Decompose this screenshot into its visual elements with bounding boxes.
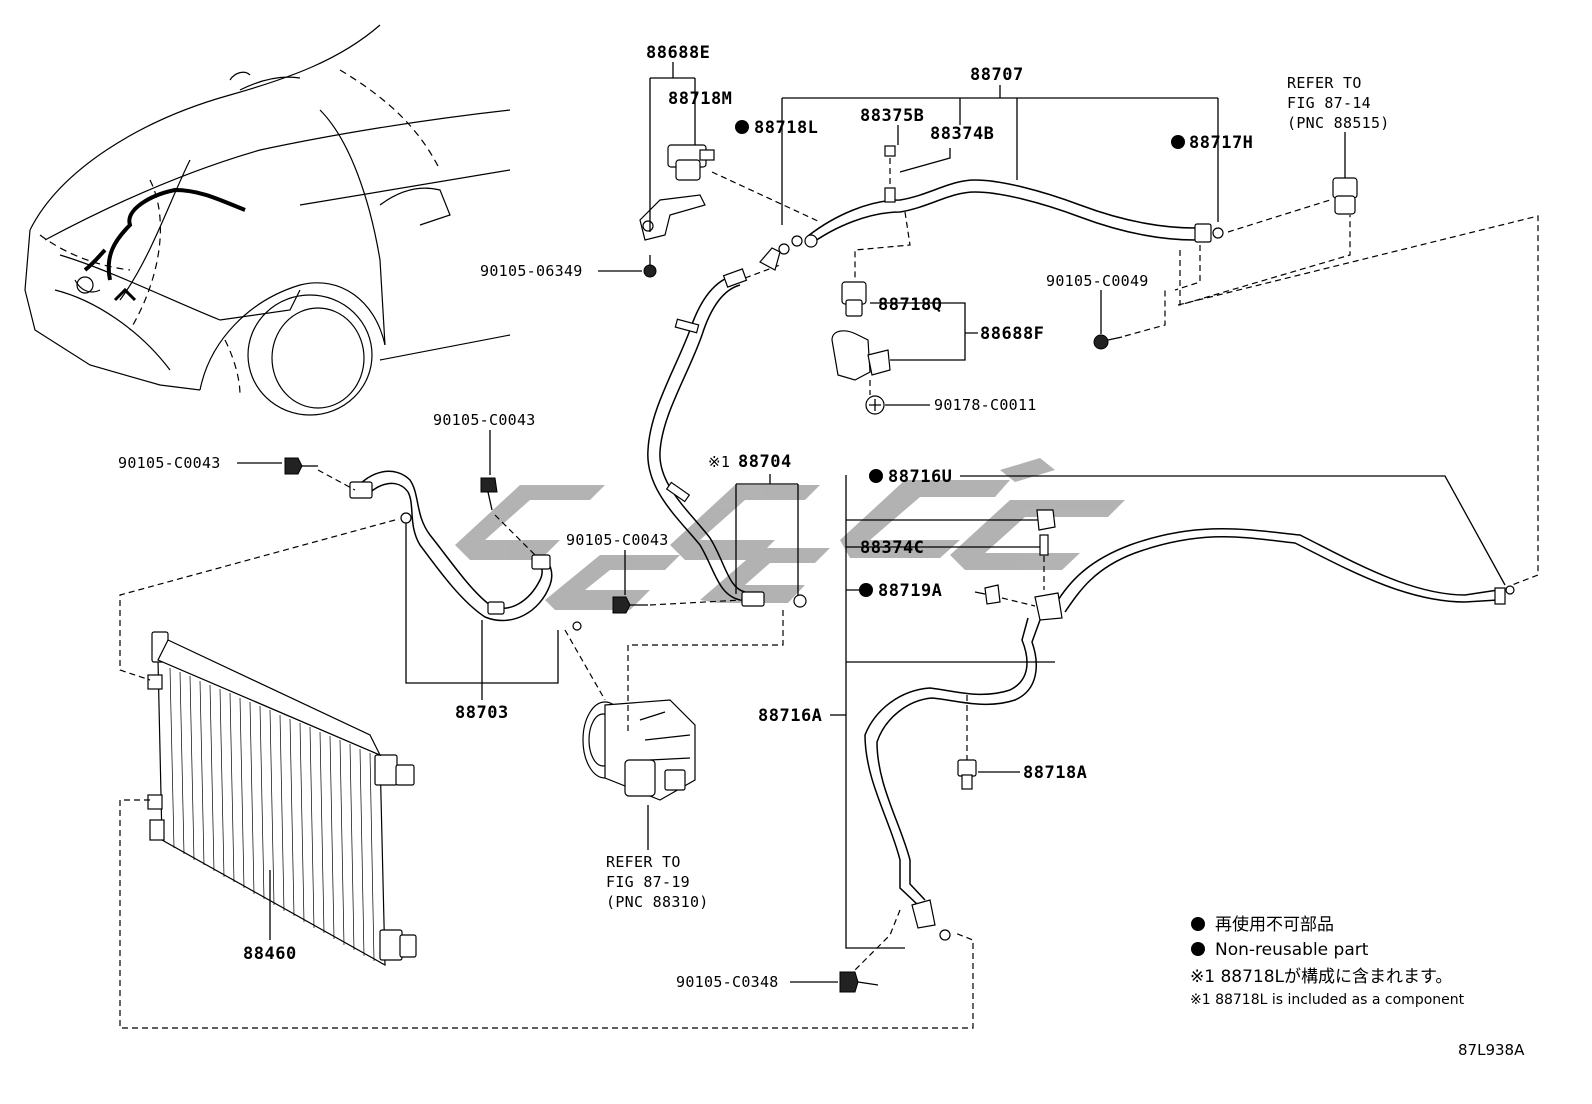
refer-88310-line2: FIG 87-19 <box>606 873 690 891</box>
label-88374B: 88374B <box>930 124 994 144</box>
bolt-90105-C0043-right <box>612 596 648 614</box>
non-reusable-marker-88717H <box>1171 135 1185 149</box>
non-reusable-marker-88719A <box>859 583 873 597</box>
legend-note-en: ※1 88718L is included as a component <box>1190 992 1465 1008</box>
bracket-88688F <box>831 330 891 381</box>
label-88703: 88703 <box>455 703 509 723</box>
legend-nonreusable-en: Non-reusable part <box>1215 940 1369 960</box>
bolt-90105-06349 <box>643 255 657 278</box>
bolt-90105-C0043-left <box>284 457 318 475</box>
label-88460: 88460 <box>243 944 297 964</box>
vehicle-outline <box>24 24 511 416</box>
refer-88515-line3: (PNC 88515) <box>1287 114 1390 132</box>
hose-88704 <box>647 247 781 607</box>
refer-88310-line3: (PNC 88310) <box>606 893 709 911</box>
refer-88515-line1: REFER TO <box>1287 74 1362 92</box>
label-88718A: 88718A <box>1023 763 1087 783</box>
valve-88374C <box>1039 534 1049 556</box>
label-88704-mark: ※1 <box>708 453 730 471</box>
switch-88719A <box>974 584 1001 605</box>
pipe-88716A <box>864 528 1515 941</box>
hose-88703 <box>349 470 582 631</box>
bolt-90105-C0348 <box>839 971 879 993</box>
pipe-88707 <box>778 145 1224 280</box>
label-88704: 88704 <box>738 452 792 472</box>
label-90105-C0049: 90105-C0049 <box>1046 272 1149 290</box>
label-90105-C0043-right: 90105-C0043 <box>566 531 669 549</box>
sensor-88718Q <box>841 281 867 317</box>
label-90178-C0011: 90178-C0011 <box>934 396 1037 414</box>
clip-90178-C0011 <box>865 395 885 415</box>
label-88374C: 88374C <box>860 538 924 558</box>
label-88375B: 88375B <box>860 106 924 126</box>
bolt-90105-C0049 <box>1093 334 1123 350</box>
label-90105-06349: 90105-06349 <box>480 262 583 280</box>
label-88719A: 88719A <box>878 581 942 601</box>
non-reusable-marker-88716U <box>869 469 883 483</box>
label-88718Q: 88718Q <box>878 295 942 315</box>
label-88718L: 88718L <box>754 118 818 138</box>
label-88688E: 88688E <box>646 43 710 63</box>
connector-88515 <box>1332 177 1358 215</box>
legend-marker-jp <box>1191 917 1205 931</box>
label-90105-C0043-mid: 90105-C0043 <box>433 411 536 429</box>
label-88716U: 88716U <box>888 467 952 487</box>
bolt-90105-C0043-mid <box>480 477 498 511</box>
non-reusable-marker-88718L <box>735 120 749 134</box>
bracket-88688E <box>639 144 821 278</box>
refer-88310-line1: REFER TO <box>606 853 681 871</box>
legend-marker-en <box>1191 942 1205 956</box>
condenser-88460 <box>147 631 417 967</box>
diagram-code: 87L938A <box>1458 1041 1525 1059</box>
legend-nonreusable-jp: 再使用不可部品 <box>1215 914 1334 935</box>
sensor-88718A <box>957 759 977 790</box>
label-88688F: 88688F <box>980 324 1044 344</box>
legend-note-jp: ※1 88718Lが構成に含まれます。 <box>1190 967 1452 987</box>
legend: 再使用不可部品 Non-reusable part ※1 88718Lが構成に含… <box>1190 914 1465 1008</box>
label-88718M: 88718M <box>668 89 732 109</box>
label-90105-C0348: 90105-C0348 <box>676 973 779 991</box>
label-90105-C0043-left: 90105-C0043 <box>118 454 221 472</box>
label-88716A: 88716A <box>758 706 822 726</box>
label-88717H: 88717H <box>1189 133 1253 153</box>
refer-88515-line2: FIG 87-14 <box>1287 94 1371 112</box>
watermark-logo <box>455 458 1125 610</box>
compressor-88310 <box>582 699 696 801</box>
label-88707: 88707 <box>970 65 1024 85</box>
cap-88716U <box>1036 509 1056 531</box>
